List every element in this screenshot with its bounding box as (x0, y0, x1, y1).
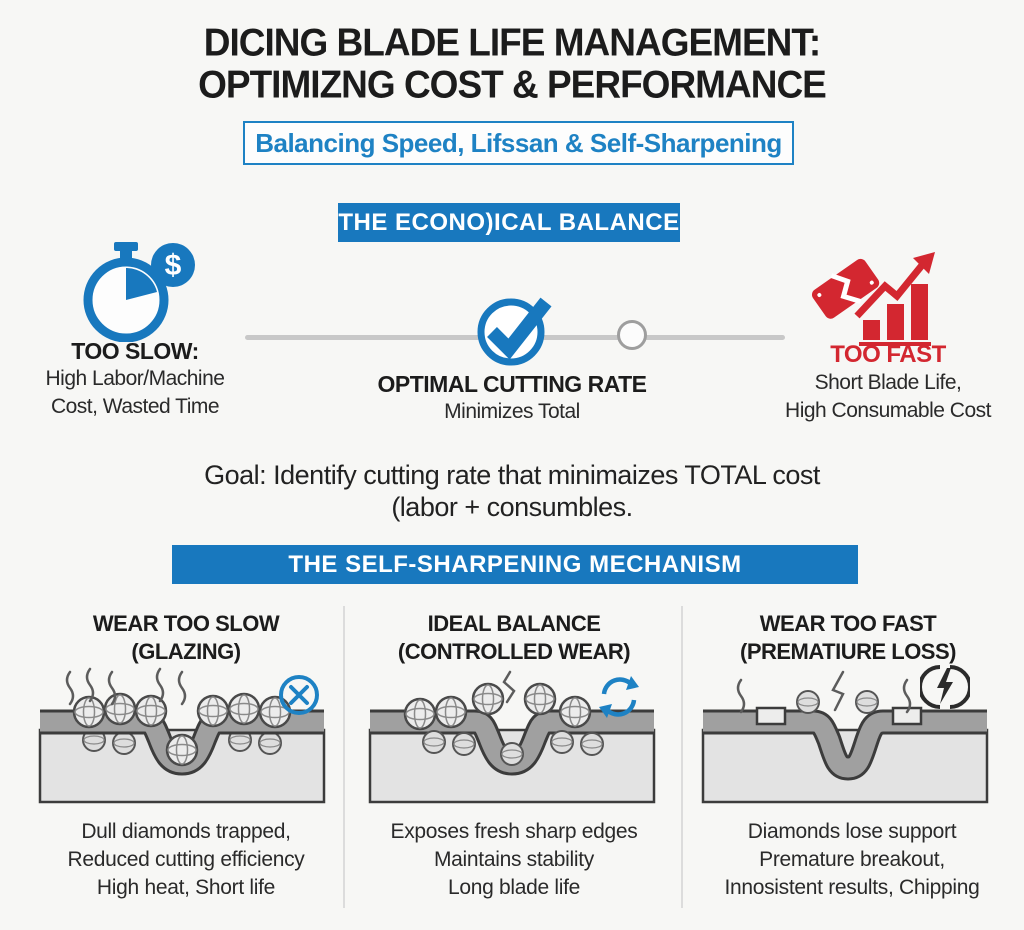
col1-desc-line3: High heat, Short life (96, 876, 276, 899)
col1-desc-line1: Dull diamonds trapped, (81, 820, 291, 843)
col2-heading-line1: IDEAL BALANCE (427, 611, 601, 636)
broken-money-rising-chart-icon (805, 246, 950, 346)
too-fast-label: TOO FAST Short Blade Life, High Consumab… (763, 341, 1013, 425)
too-fast-line2: High Consumable Cost (785, 399, 991, 422)
self-sharpening-banner: THE SELF-SHARPENING MECHANISM (172, 545, 858, 584)
col2-desc-line3: Long blade life (447, 876, 581, 899)
goal-line2: (labor + consumbles. (391, 492, 633, 522)
refresh-cycle-icon (596, 674, 642, 720)
slider-empty-knob (617, 320, 647, 350)
col3-heading: WEAR TOO FAST (PREMATIURE LOSS) (692, 610, 1004, 666)
col2-desc-line2: Maintains stability (433, 848, 595, 871)
crossed-circle-icon (276, 672, 322, 718)
self-sharpening-banner-label: THE SELF-SHARPENING MECHANISM (288, 550, 742, 578)
lightning-circle-icon (920, 662, 970, 712)
economical-balance-banner-label: THE ECONO)ICAL BALANCE (338, 208, 680, 236)
svg-text:$: $ (165, 249, 182, 282)
col3-heading-line2: (PREMATIURE LOSS) (740, 639, 956, 664)
too-slow-label: TOO SLOW: High Labor/Machine Cost, Waste… (5, 338, 265, 421)
subtitle-text: Balancing Speed, Lifssan & Self-Sharpeni… (255, 127, 782, 158)
col3-desc-line1: Diamonds lose support (747, 820, 957, 843)
column-divider-left (343, 606, 345, 908)
optimal-label: OPTIMAL CUTTING RATE Minimizes Total (362, 371, 662, 426)
optimal-heading: OPTIMAL CUTTING RATE (377, 371, 647, 397)
page-title-line1: DICING BLADE LIFE MANAGEMENT: (203, 20, 821, 64)
too-slow-heading: TOO SLOW: (71, 338, 199, 364)
col3-heading-line1: WEAR TOO FAST (759, 611, 937, 636)
col3-desc-line3: Innosistent results, Chipping (724, 876, 980, 899)
economical-balance-banner: THE ECONO)ICAL BALANCE (338, 203, 680, 242)
col2-heading-line2: (CONTROLLED WEAR) (397, 639, 631, 664)
col1-heading-line1: WEAR TOO SLOW (92, 611, 280, 636)
col3-desc-line2: Premature breakout, (759, 848, 945, 871)
col1-heading-line2: (GLAZING) (131, 639, 241, 664)
col3-description: Diamonds lose support Premature breakout… (692, 818, 1012, 902)
col2-desc-line1: Exposes fresh sharp edges (390, 820, 638, 843)
col1-description: Dull diamonds trapped, Reduced cutting e… (30, 818, 342, 902)
col2-description: Exposes fresh sharp edges Maintains stab… (358, 818, 670, 902)
column-divider-right (681, 606, 683, 908)
page-title-line2: OPTIMIZNG COST & PERFORMANCE (198, 62, 827, 106)
too-slow-line2: Cost, Wasted Time (50, 395, 220, 418)
check-circle-icon (468, 288, 560, 372)
stopwatch-dollar-icon: $ (66, 240, 202, 342)
optimal-sub: Minimizes Total (444, 400, 580, 423)
premature-loss-blade-cross-section (695, 666, 995, 808)
col1-desc-line2: Reduced cutting efficiency (67, 848, 305, 871)
col2-heading: IDEAL BALANCE (CONTROLLED WEAR) (358, 610, 670, 666)
too-slow-line1: High Labor/Machine (45, 367, 225, 390)
too-fast-line1: Short Blade Life, (814, 371, 962, 394)
subtitle-box: Balancing Speed, Lifssan & Self-Sharpeni… (243, 121, 794, 165)
col1-heading: WEAR TOO SLOW (GLAZING) (30, 610, 342, 666)
controlled-wear-blade-cross-section (362, 666, 662, 808)
goal-line1: Goal: Identify cutting rate that minimai… (204, 460, 820, 490)
glazing-blade-cross-section (32, 666, 332, 808)
too-fast-heading: TOO FAST (830, 341, 946, 368)
